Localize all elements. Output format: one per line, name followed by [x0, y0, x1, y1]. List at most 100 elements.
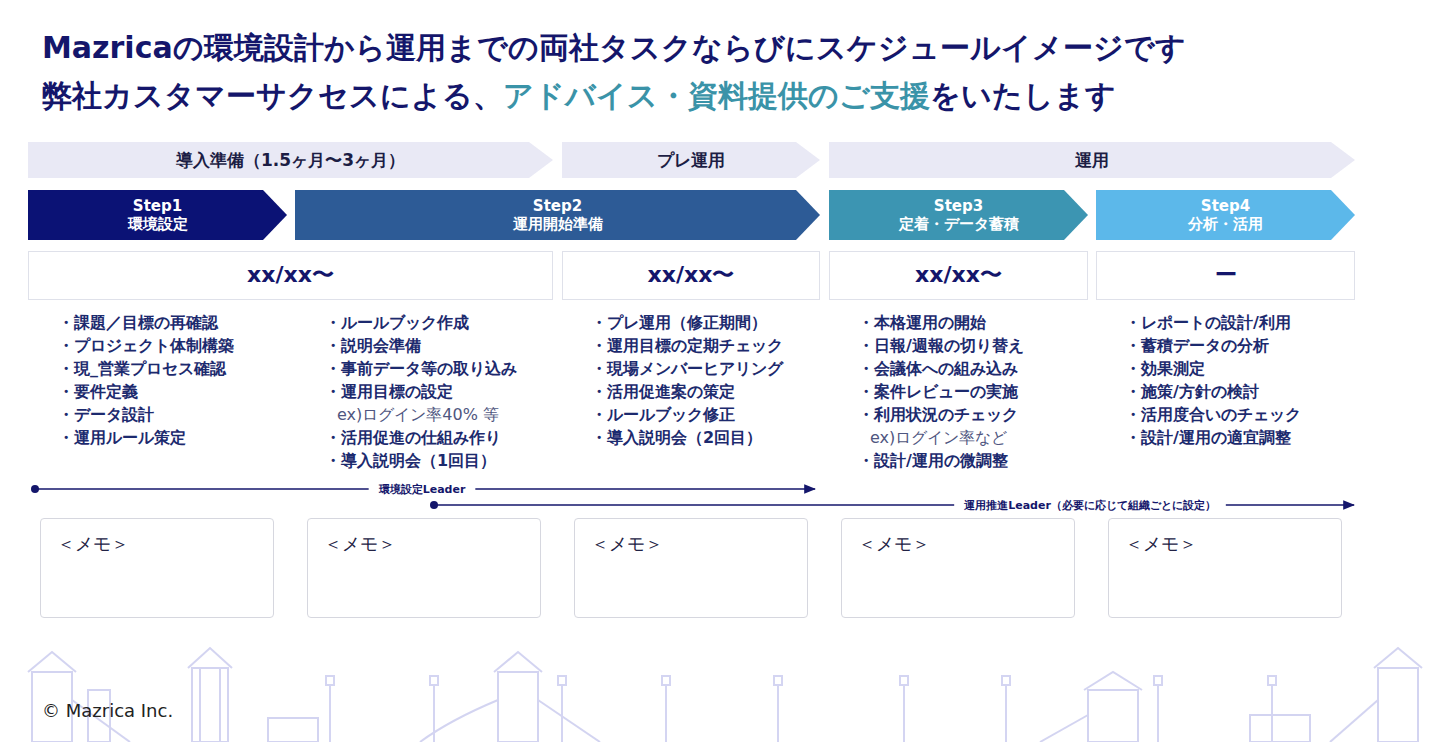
memo-box: ＜メモ＞ — [1108, 518, 1342, 618]
node-content: ＜メモ＞ — [842, 519, 1074, 617]
node-content: Step3定着・データ蓄積 — [829, 190, 1088, 240]
task-bullet: ・案件レビューの実施 — [858, 381, 1018, 403]
leader-line — [1226, 504, 1354, 506]
task-bullet: ・効果測定 — [1125, 358, 1205, 380]
task-bullet: ・説明会準備 — [325, 335, 421, 357]
step-number: Step3 — [934, 197, 983, 215]
node-content: xx/xx〜 — [29, 252, 552, 299]
task-bullet: ・プレ運用（修正期間） — [591, 312, 767, 334]
lamp-pole — [900, 676, 908, 742]
node-text: ー — [1215, 262, 1237, 288]
task-bullet: ・活用度合いのチェック — [1125, 404, 1301, 426]
step-chevron: Step4分析・活用 — [1096, 190, 1355, 240]
node-text: ＜メモ＞ — [591, 533, 663, 555]
leader-label: 環境設定Leader — [375, 482, 470, 497]
page-title: Mazricaの環境設計から運用までの両社タスクならびにスケジュールイメージです — [42, 28, 1186, 69]
step-number: Step4 — [1201, 197, 1250, 215]
phase-chevron: 導入準備（1.5ヶ月〜3ヶ月） — [28, 142, 553, 178]
task-bullet: ・導入説明会（1回目） — [325, 450, 496, 472]
subtitle-text: をいたします — [930, 78, 1116, 113]
copyright: © Mazrica Inc. — [42, 700, 173, 721]
step-chevron: Step2運用開始準備 — [295, 190, 820, 240]
task-bullet: ・レポートの設計/利用 — [1125, 312, 1291, 334]
node-text: ＜メモ＞ — [1125, 533, 1197, 555]
task-bullet: ・活用促進の仕組み作り — [325, 427, 501, 449]
node-content: ＜メモ＞ — [308, 519, 540, 617]
lamp-pole — [430, 676, 438, 742]
task-bullet: ・プロジェクト体制構築 — [58, 335, 234, 357]
memo-box: ＜メモ＞ — [841, 518, 1075, 618]
node-content: 導入準備（1.5ヶ月〜3ヶ月） — [28, 142, 553, 178]
node-content: Step2運用開始準備 — [295, 190, 820, 240]
node-text: xx/xx〜 — [648, 262, 735, 288]
task-bullet: ・事前データ等の取り込み — [325, 358, 517, 380]
task-bullet: ・データ設計 — [58, 404, 154, 426]
step-title: 環境設定 — [128, 215, 188, 233]
node-text: ＜メモ＞ — [324, 533, 396, 555]
task-bullet: ・施策/方針の検討 — [1125, 381, 1259, 403]
task-bullet: ・ルールブック作成 — [325, 312, 469, 334]
node-content: プレ運用 — [562, 142, 820, 178]
task-bullet: ・運用目標の設定 — [325, 381, 453, 403]
node-content: Step1環境設定 — [28, 190, 287, 240]
node-content: ＜メモ＞ — [1109, 519, 1341, 617]
highlight-text: アドバイス・資料提供のご支援 — [503, 78, 930, 113]
node-content: xx/xx〜 — [563, 252, 819, 299]
task-bullet: ・日報/週報の切り替え — [858, 335, 1024, 357]
memo-box: ＜メモ＞ — [307, 518, 541, 618]
lamp-pole — [1268, 676, 1276, 742]
task-bullet: ・設計/運用の適宜調整 — [1125, 427, 1291, 449]
lamp-pole — [774, 676, 782, 742]
task-bullet: ・蓄積データの分析 — [1125, 335, 1269, 357]
phase-chevron: 運用 — [829, 142, 1355, 178]
node-text: xx/xx〜 — [247, 262, 334, 288]
step-number: Step1 — [133, 197, 182, 215]
leader-line — [35, 488, 369, 490]
node-content: 運用 — [829, 142, 1355, 178]
lamp-pole — [558, 676, 566, 742]
step-title: 分析・活用 — [1188, 215, 1263, 233]
node-text: ＜メモ＞ — [858, 533, 930, 555]
task-bullet: ・運用ルール策定 — [58, 427, 186, 449]
date-box: xx/xx〜 — [829, 251, 1088, 300]
task-bullet: ・利用状況のチェック — [858, 404, 1018, 426]
subtitle-text: 弊社カスタマーサクセスによる、 — [42, 78, 503, 113]
lamp-pole — [326, 676, 334, 742]
phase-chevron: プレ運用 — [562, 142, 820, 178]
task-bullet: ・現_営業プロセス確認 — [58, 358, 226, 380]
date-box: xx/xx〜 — [28, 251, 553, 300]
node-content: ー — [1097, 252, 1354, 299]
example-note: ex)ログイン率40% 等 — [337, 404, 499, 426]
step-number: Step2 — [533, 197, 582, 215]
step-title: 定着・データ蓄積 — [899, 215, 1019, 233]
task-bullet: ・ルールブック修正 — [591, 404, 735, 426]
memo-box: ＜メモ＞ — [574, 518, 808, 618]
leader-line — [434, 504, 954, 506]
subtitle-row: 弊社カスタマーサクセスによる、アドバイス・資料提供のご支援をいたします — [42, 76, 1116, 117]
task-bullet: ・会議体への組み込み — [858, 358, 1018, 380]
task-bullet: ・導入説明会（2回目） — [591, 427, 762, 449]
step-chevron: Step1環境設定 — [28, 190, 287, 240]
task-bullet: ・課題／目標の再確認 — [58, 312, 218, 334]
node-content: ＜メモ＞ — [575, 519, 807, 617]
node-content: ＜メモ＞ — [41, 519, 273, 617]
node-text: 運用 — [1075, 150, 1109, 170]
date-box: ー — [1096, 251, 1355, 300]
task-bullet: ・本格運用の開始 — [858, 312, 986, 334]
task-bullet: ・運用目標の定期チェック — [591, 335, 783, 357]
task-bullet: ・設計/運用の微調整 — [858, 450, 1008, 472]
date-box: xx/xx〜 — [562, 251, 820, 300]
node-content: xx/xx〜 — [830, 252, 1087, 299]
task-bullet: ・活用促進案の策定 — [591, 381, 735, 403]
lamp-pole — [1002, 676, 1010, 742]
example-note: ex)ログイン率など — [870, 427, 1007, 449]
task-bullet: ・要件定義 — [58, 381, 138, 403]
leader-label: 運用推進Leader（必要に応じて組織ごとに設定） — [960, 498, 1220, 513]
step-chevron: Step3定着・データ蓄積 — [829, 190, 1088, 240]
task-bullet: ・現場メンバーヒアリング — [591, 358, 783, 380]
step-title: 運用開始準備 — [513, 215, 603, 233]
node-text: 導入準備（1.5ヶ月〜3ヶ月） — [176, 150, 405, 170]
node-text: ＜メモ＞ — [57, 533, 129, 555]
lamp-pole — [1154, 676, 1162, 742]
memo-box: ＜メモ＞ — [40, 518, 274, 618]
